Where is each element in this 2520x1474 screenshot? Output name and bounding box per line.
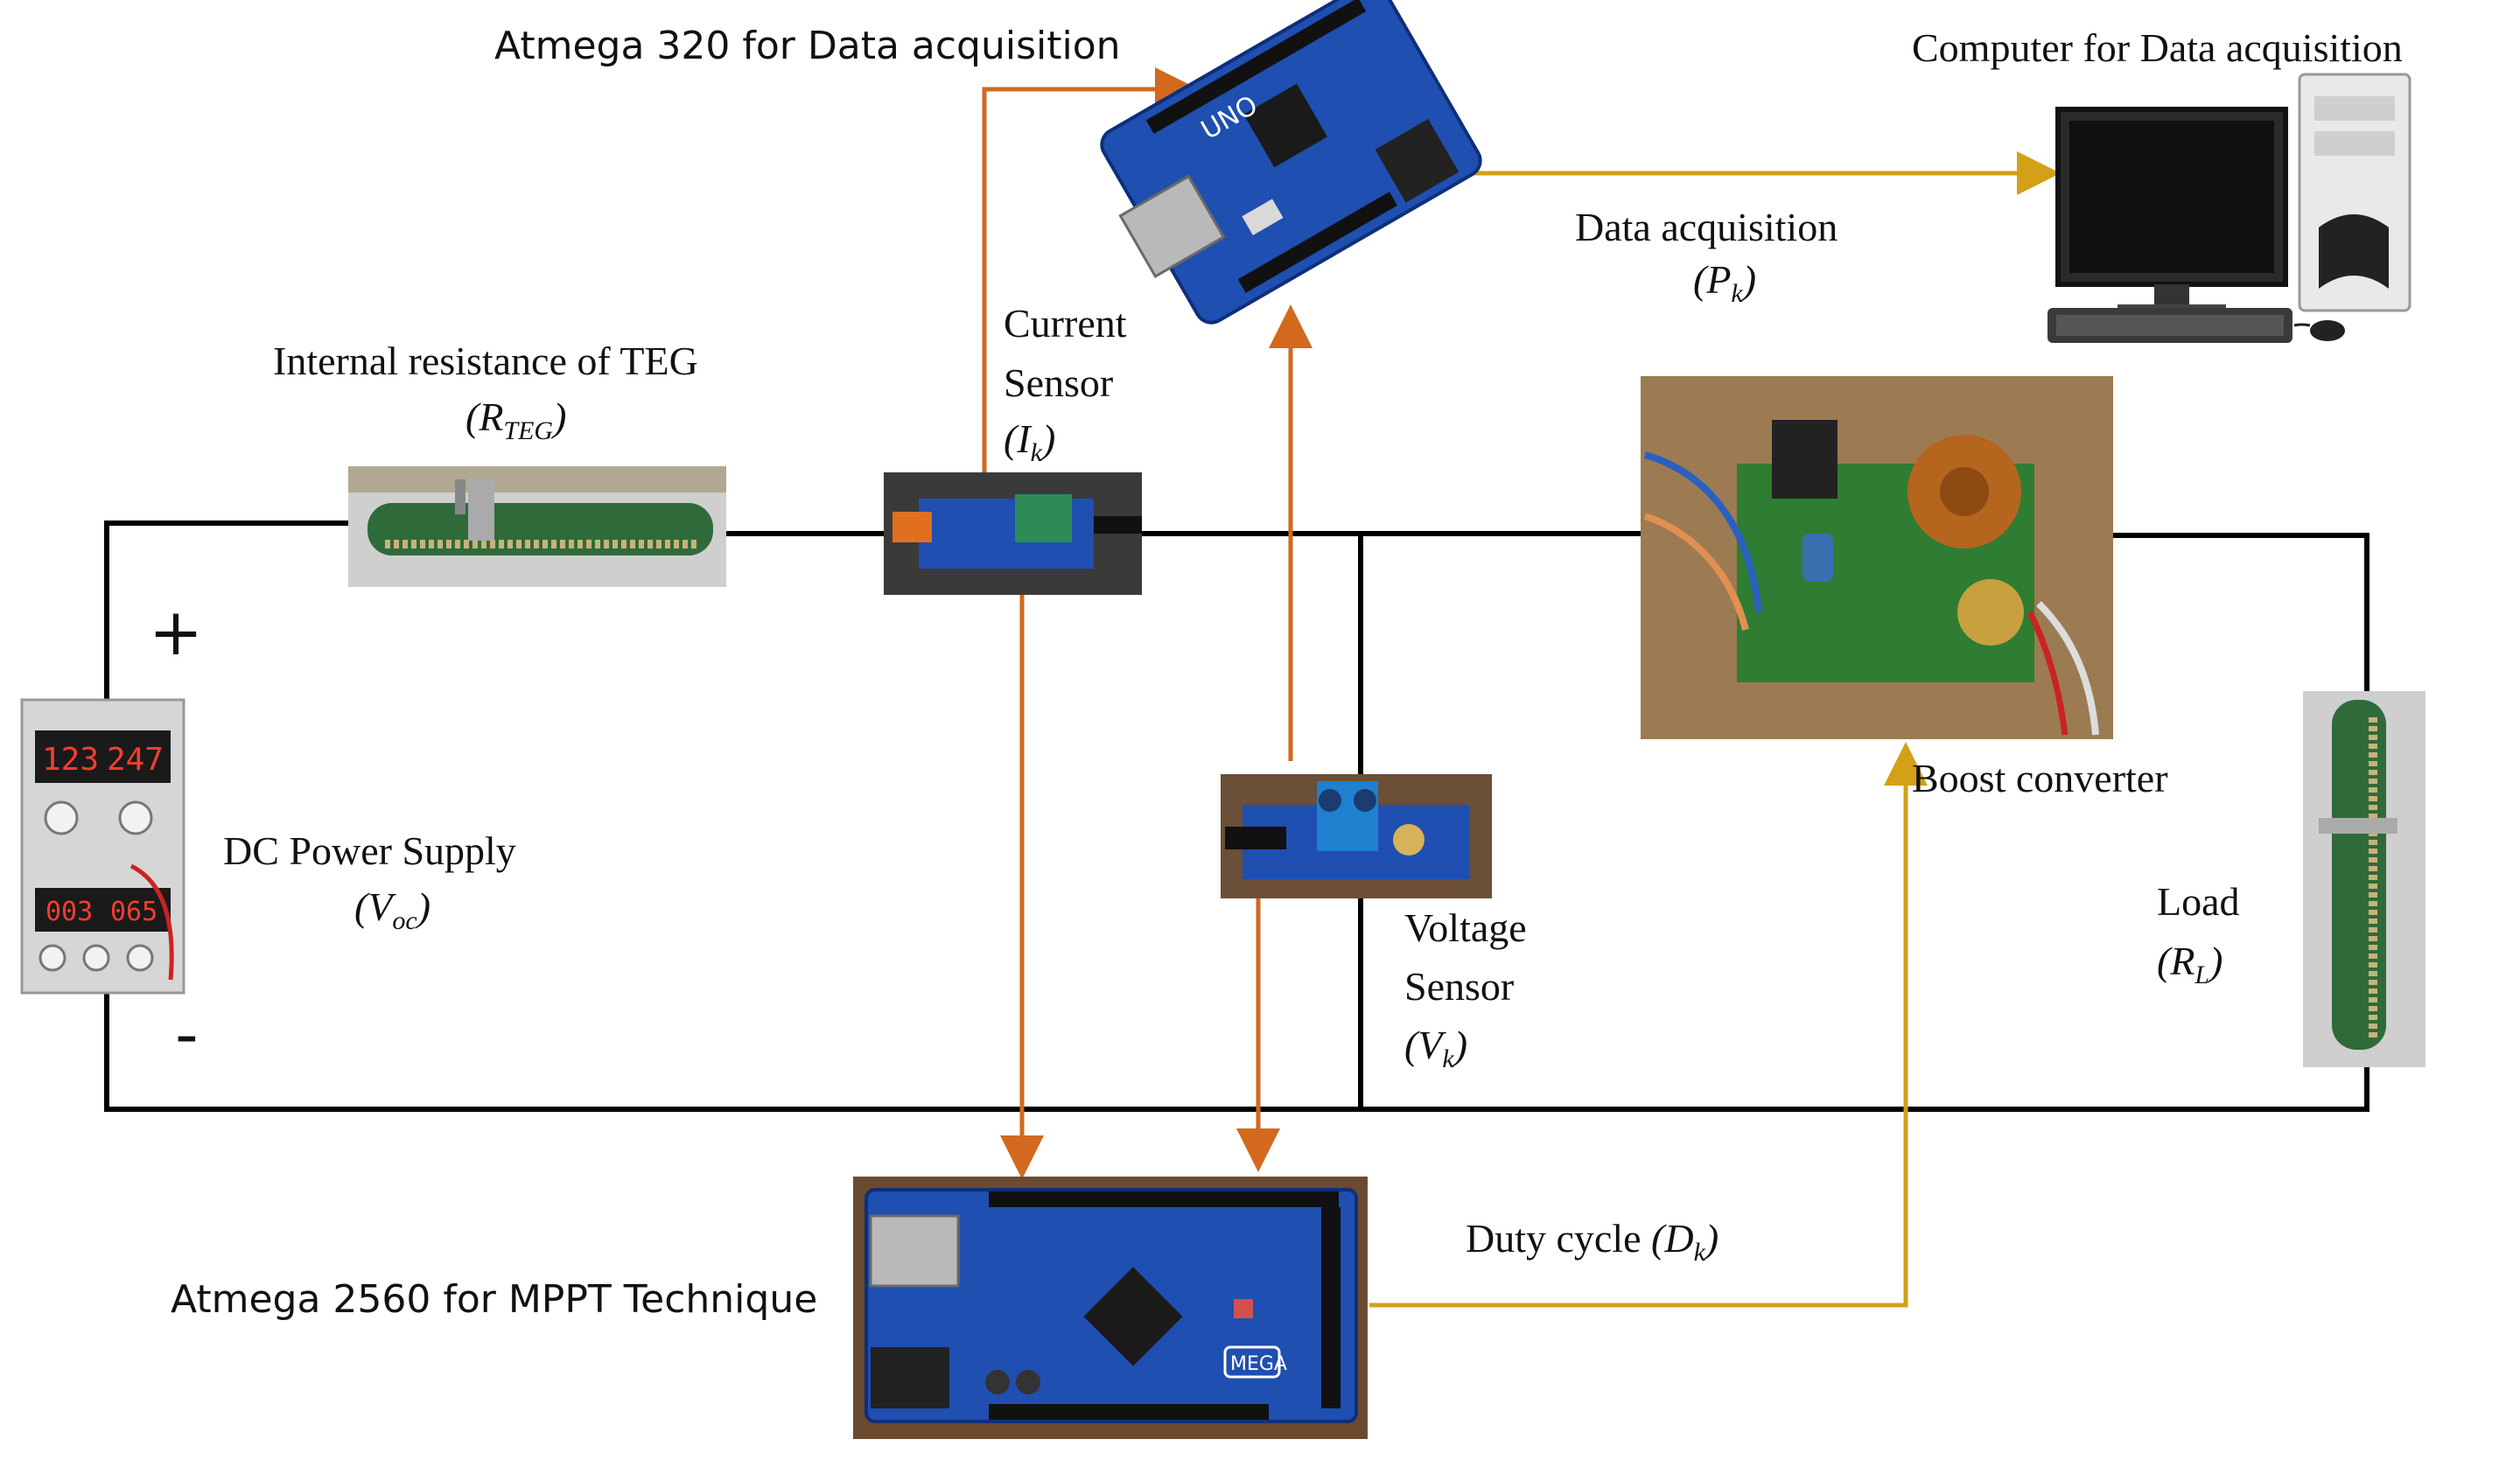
- load-resistor-photo: [2303, 691, 2426, 1067]
- internal-resistance-symbol: (RTEG): [466, 395, 567, 446]
- psu-display-bottom-left: 003: [46, 897, 93, 927]
- boost-converter-label: Boost converter: [1912, 756, 2168, 800]
- computer-label: Computer for Data acquisition: [1912, 25, 2403, 70]
- load-label: Load: [2157, 879, 2240, 924]
- psu-display-bottom-right: 065: [110, 897, 158, 927]
- negative-terminal-sign: -: [175, 997, 199, 1072]
- data-acquisition-symbol: (Pk): [1693, 257, 1757, 309]
- computer-icon: [2048, 73, 2412, 343]
- teg-resistor-photo: [348, 466, 726, 587]
- voltage-sensor-photo: [1221, 774, 1492, 898]
- internal-resistance-label: Internal resistance of TEG: [273, 339, 698, 383]
- atmega320-label: Atmega 320 for Data acquisition: [494, 24, 1121, 68]
- sensor-signal-lines: [982, 67, 1312, 1179]
- voltage-sensor-label-line1: Voltage: [1404, 905, 1527, 950]
- arduino-uno-board: UNO: [1100, 0, 1482, 325]
- positive-terminal-sign: +: [149, 595, 204, 670]
- psu-display-top-left: 123: [42, 742, 99, 778]
- duty-cycle-label: Duty cycle (Dk): [1466, 1216, 1719, 1268]
- voltage-sensor-label-line2: Sensor: [1404, 964, 1515, 1009]
- psu-display-top-right: 247: [107, 742, 164, 778]
- current-sensor-label-line2: Sensor: [1004, 360, 1114, 405]
- current-sensor-symbol: (Ik): [1004, 416, 1056, 468]
- voltage-sensor-symbol: (Vk): [1404, 1023, 1468, 1074]
- data-acquisition-label: Data acquisition: [1575, 205, 1838, 249]
- atmega2560-label: Atmega 2560 for MPPT Technique: [171, 1277, 818, 1322]
- current-sensor-label-line1: Current: [1004, 301, 1127, 346]
- dc-power-supply-label: DC Power Supply: [223, 828, 516, 873]
- arduino-mega-board: MEGA: [853, 1177, 1368, 1439]
- boost-converter-photo: [1641, 376, 2113, 739]
- control-lines: [1369, 151, 2061, 1308]
- mega-board-text: MEGA: [1230, 1353, 1287, 1375]
- current-sensor-photo: [884, 472, 1142, 595]
- dc-power-supply-photo: 123 247 003 065: [20, 698, 186, 995]
- load-symbol: (RL): [2157, 939, 2223, 990]
- dc-power-supply-symbol: (Voc): [354, 884, 431, 936]
